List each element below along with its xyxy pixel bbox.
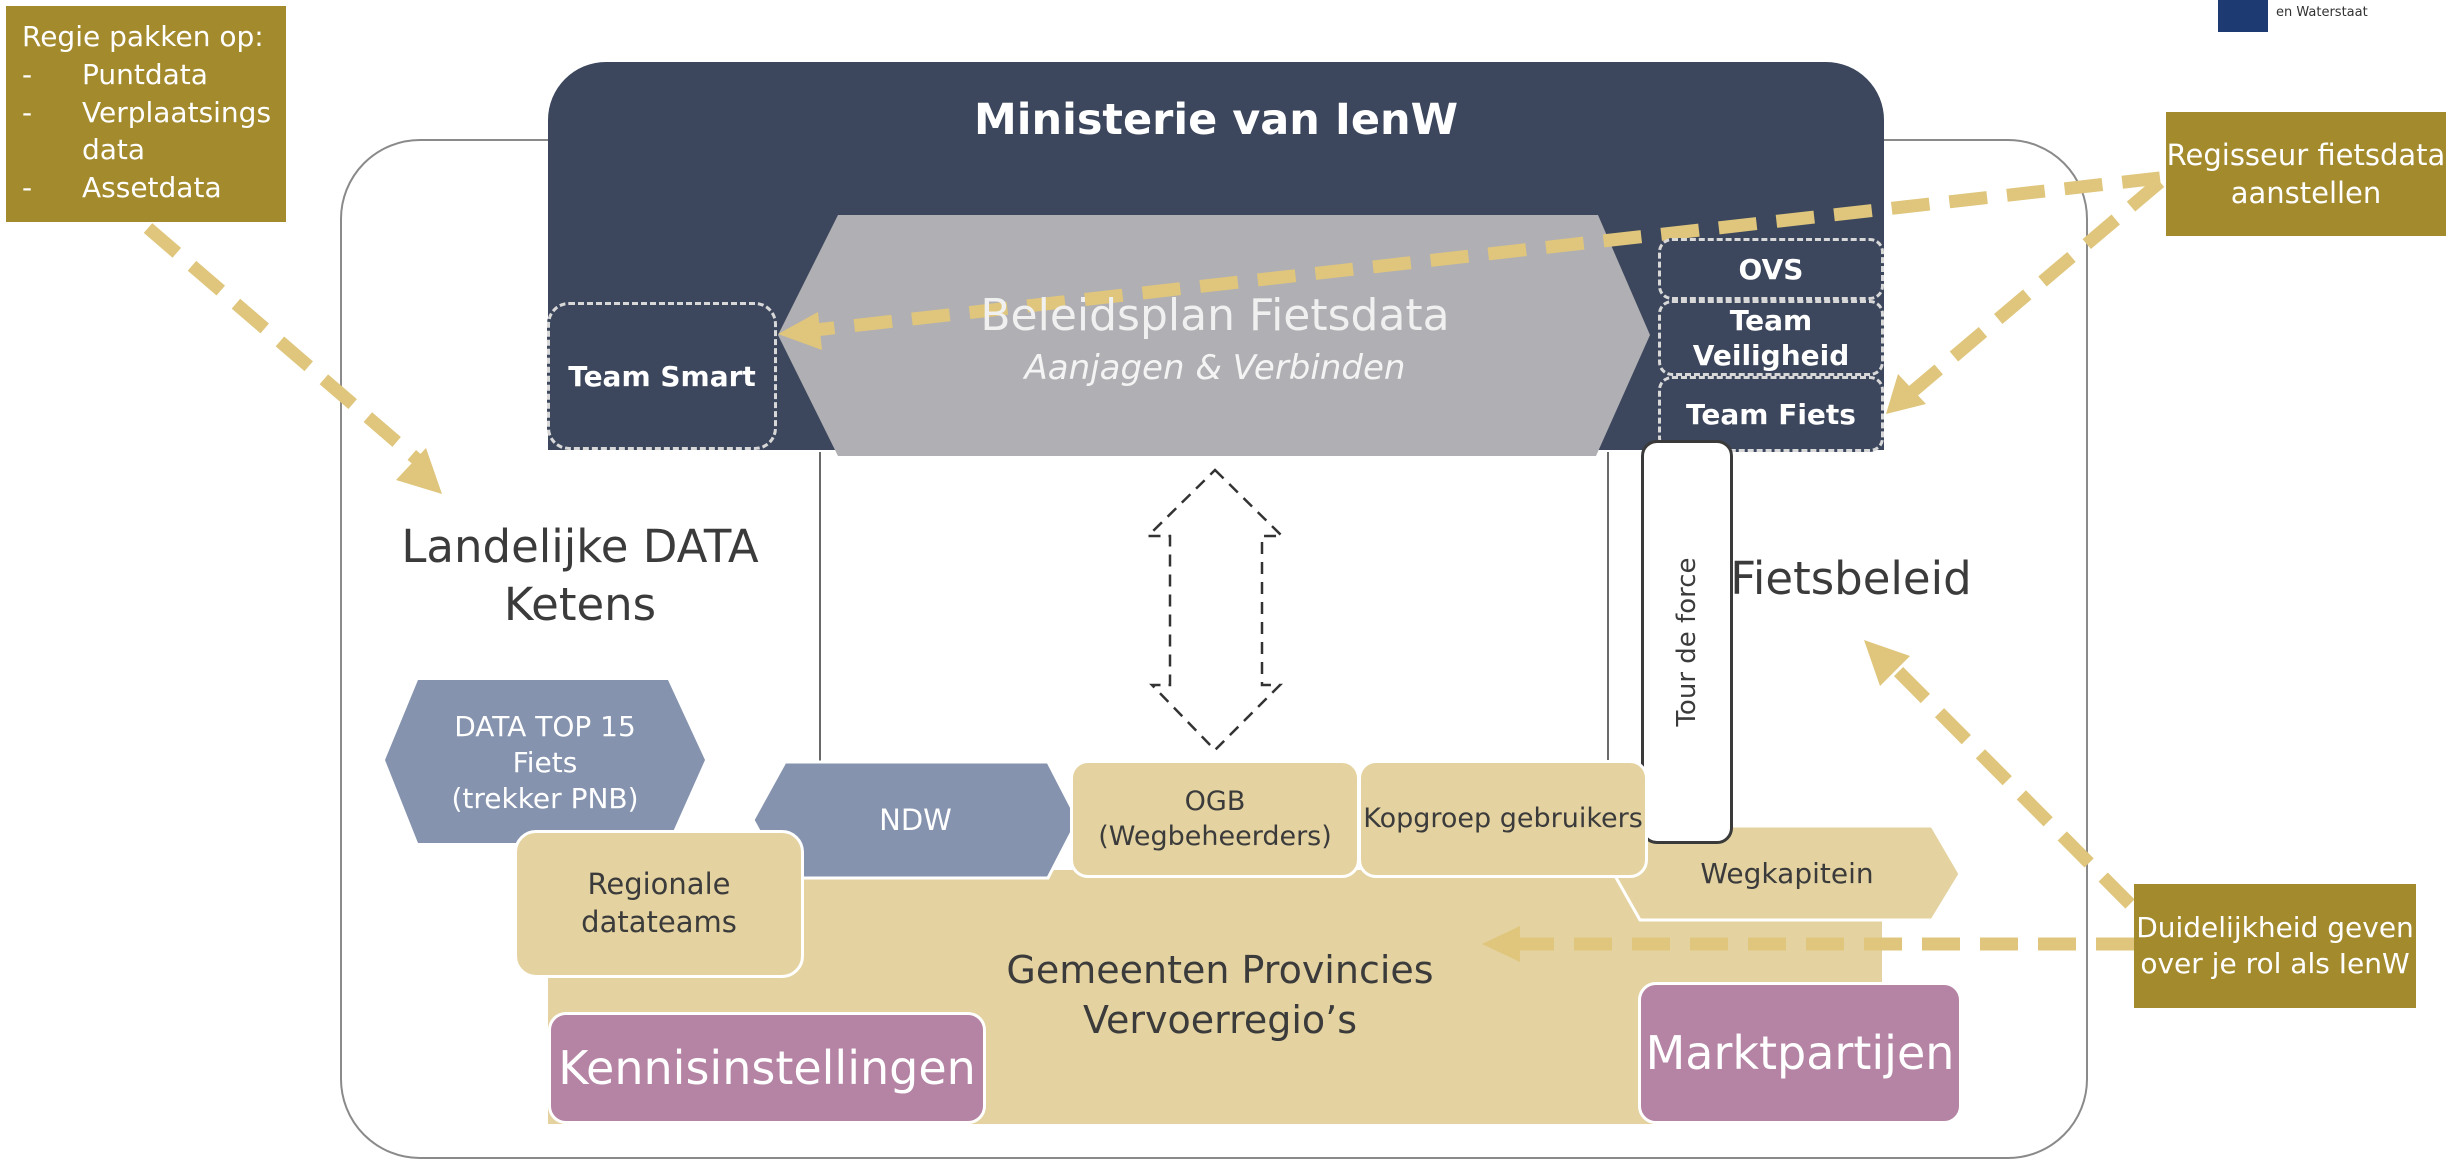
regionale-datateams-box: Regionale datateams (514, 830, 804, 978)
policy-plan-subtitle: Aanjagen & Verbinden (1024, 347, 1406, 388)
arrowhead-gemeenten (1482, 926, 1520, 962)
wegkapitein-label: Wegkapitein (1700, 856, 1874, 890)
arrowhead-fietsbeleid (1864, 640, 1910, 686)
regie-item: - Verplaatsings data (22, 94, 272, 170)
arrowhead-team-smart (778, 312, 822, 350)
team-veiligheid-box: Team Veiligheid (1658, 300, 1884, 376)
regie-item: - Puntdata (22, 56, 270, 94)
fietsbeleid-label: Fietsbeleid (1730, 551, 1972, 605)
arrow-regisseur-line-2 (1907, 177, 2165, 397)
arrow-regie-line (143, 223, 425, 467)
regie-heading: Regie pakken op: (22, 20, 264, 53)
arrowhead-regie (396, 448, 442, 494)
regie-item-label: Assetdata (82, 171, 222, 205)
ministry-logo-icon (2218, 0, 2268, 32)
logo-text: en Waterstaat (2276, 5, 2368, 20)
tour-de-force-box (1641, 440, 1733, 844)
team-smart-box: Team Smart (547, 302, 777, 450)
team-ovs-box: OVS (1658, 238, 1884, 300)
data-top15-line-2: Fiets (513, 746, 578, 779)
marktpartijen-box: Marktpartijen (1638, 982, 1962, 1124)
regie-item-label: Puntdata (82, 57, 208, 91)
kennisinstellingen-box: Kennisinstellingen (548, 1012, 986, 1124)
bullet-dash: - (22, 171, 33, 205)
landelijke-data-label: Landelijke DATA Ketens (401, 519, 759, 632)
data-top15-hexagon (385, 680, 705, 843)
gemeenten-label: Gemeenten Provincies Vervoerregio’s (1006, 947, 1434, 1042)
kopgroep-box: Kopgroep gebruikers (1358, 760, 1648, 878)
policy-plan-hexagon (778, 215, 1650, 456)
tour-de-force-label: Tour de force (1672, 557, 1702, 727)
ndw-label: NDW (879, 803, 952, 837)
bullet-dash: - (22, 95, 33, 129)
regie-item-label: Verplaatsings data (82, 95, 272, 167)
policy-plan-title: Beleidsplan Fietsdata (980, 289, 1450, 341)
data-top15-line-1: DATA TOP 15 (454, 710, 636, 743)
regie-item: - Assetdata (22, 169, 270, 207)
regie-callout: Regie pakken op: - Puntdata - Verplaatsing… (6, 6, 286, 222)
arrowhead-team-fiets (1886, 374, 1926, 414)
regisseur-callout: Regisseur fietsdata aanstellen (2166, 112, 2446, 236)
team-fiets-box: Team Fiets (1658, 376, 1884, 452)
ndw-hexagon (751, 760, 1080, 880)
ogb-box: OGB (Wegbeheerders) (1070, 760, 1360, 878)
double-arrow-icon (1144, 468, 1286, 752)
ministry-title: Ministerie van IenW (973, 95, 1459, 145)
duidelijkheid-callout: Duidelijkheid geven over je rol als IenW (2134, 884, 2416, 1008)
arrow-regisseur-line-1 (814, 171, 2161, 337)
data-top15-line-3: (trekker PNB) (451, 782, 638, 815)
bullet-dash: - (22, 57, 33, 91)
